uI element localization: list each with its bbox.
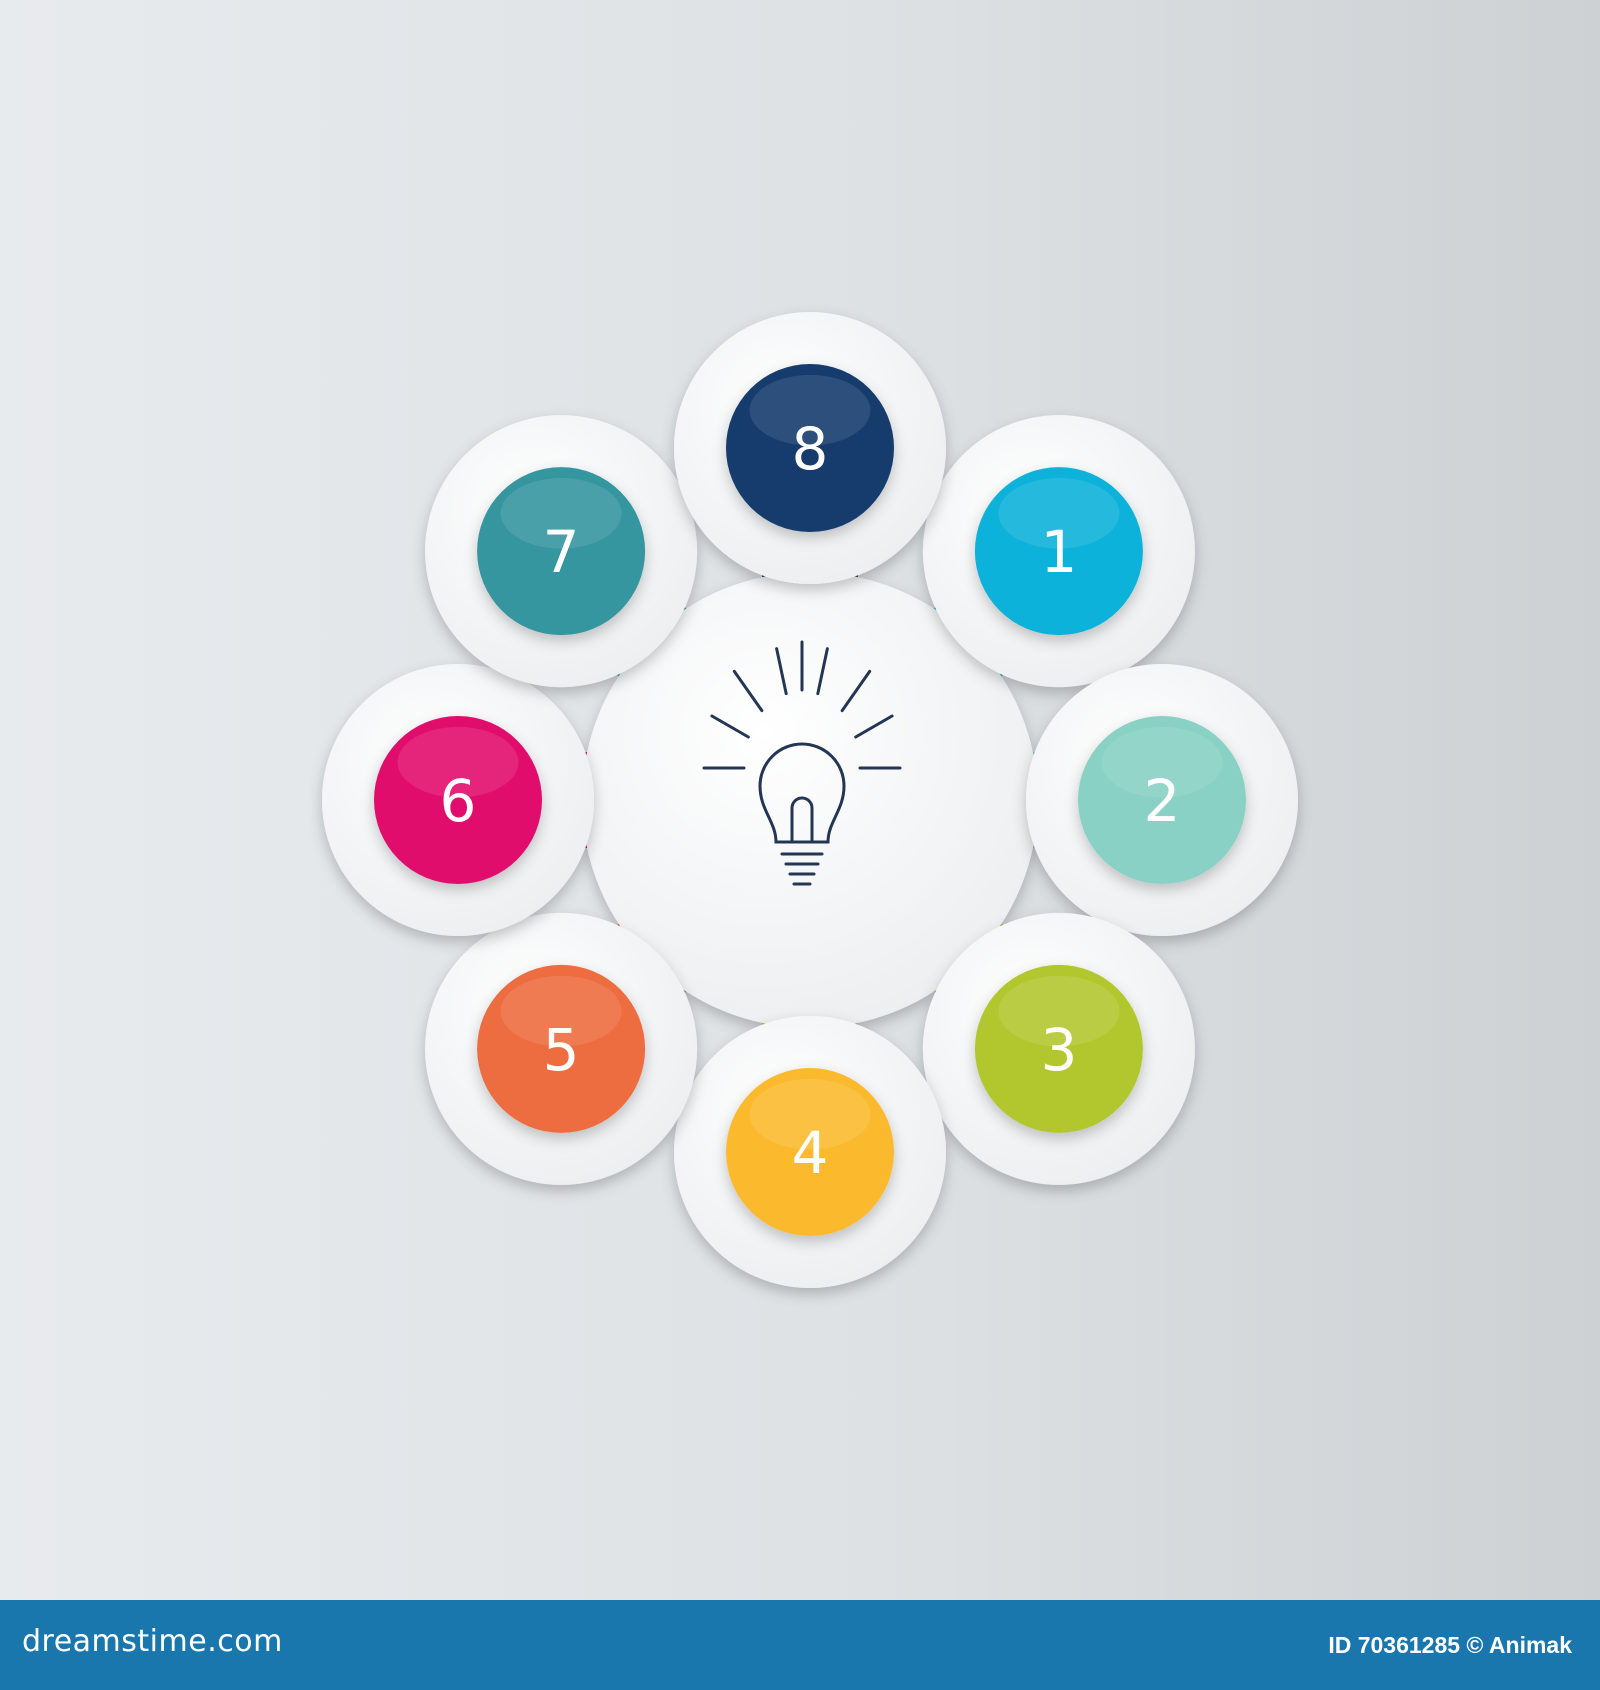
radial-diagram: 1 2 3 4 5 6 7 8 (322, 312, 1298, 1288)
footer-credit: ID 70361285 © Animak (1328, 1632, 1572, 1658)
light-ray (854, 714, 894, 739)
node-highlight-3 (998, 975, 1120, 1047)
node-disc-6 (374, 716, 542, 884)
node-disc-2 (1078, 716, 1246, 884)
light-ray (732, 669, 764, 713)
node-highlight-2 (1101, 726, 1223, 798)
node-3[interactable]: 3 (922, 912, 1195, 1185)
node-number-8: 8 (792, 415, 829, 483)
node-disc-8 (726, 364, 894, 532)
node-number-7: 7 (543, 518, 580, 586)
numbered-nodes: 1 2 3 4 5 6 7 8 (322, 312, 1298, 1288)
node-highlight-4 (749, 1078, 871, 1150)
node-highlight-7 (500, 478, 622, 549)
center-hub (582, 572, 1038, 1028)
node-disc-3 (974, 964, 1143, 1133)
node-disc-5 (477, 964, 646, 1133)
node-highlight-1 (998, 478, 1120, 549)
node-4[interactable]: 4 (674, 1016, 946, 1288)
node-number-2: 2 (1144, 767, 1181, 835)
light-ray (710, 714, 750, 739)
node-5[interactable]: 5 (425, 912, 698, 1185)
light-ray (840, 669, 872, 713)
footer-brand[interactable]: dreamstime.com (22, 1624, 283, 1659)
node-disc-7 (477, 467, 646, 636)
node-number-5: 5 (543, 1016, 580, 1084)
node-number-3: 3 (1040, 1016, 1077, 1084)
lightbulb-stroke (758, 742, 846, 844)
footer-bar: dreamstime.com ID 70361285 © Animak (0, 1600, 1600, 1690)
lightbulb-icon (702, 640, 902, 886)
node-1[interactable]: 1 (922, 415, 1195, 688)
node-8[interactable]: 8 (674, 312, 946, 584)
lightbulb-stroke (790, 796, 814, 844)
node-highlight-8 (749, 374, 871, 446)
node-number-6: 6 (440, 767, 477, 835)
node-highlight-6 (397, 726, 519, 798)
node-disc-4 (726, 1068, 894, 1236)
node-6[interactable]: 6 (322, 664, 594, 936)
node-2[interactable]: 2 (1026, 664, 1298, 936)
light-ray (775, 647, 788, 696)
node-disc-1 (974, 467, 1143, 636)
node-highlight-5 (500, 975, 622, 1047)
node-number-1: 1 (1040, 518, 1077, 586)
node-number-4: 4 (792, 1119, 829, 1187)
node-7[interactable]: 7 (425, 415, 698, 688)
light-ray (816, 647, 829, 696)
